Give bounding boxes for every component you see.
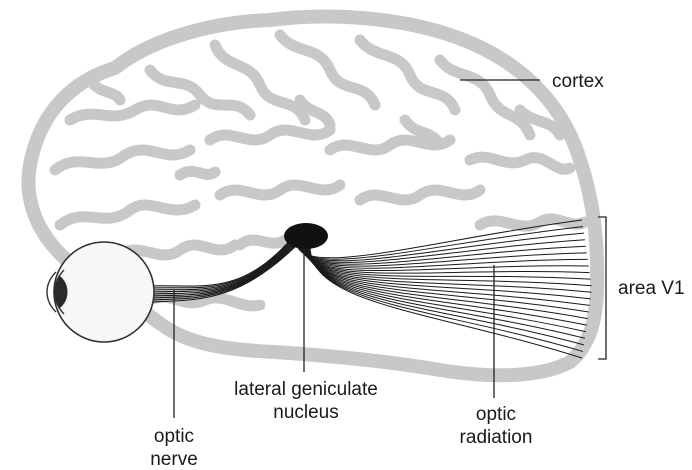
label-lgn-line1: lateral geniculate: [234, 379, 378, 400]
label-optic-nerve-line2: nerve: [150, 449, 198, 470]
label-cortex: cortex: [552, 71, 604, 92]
label-optic-nerve-line1: optic: [154, 426, 194, 447]
lateral-geniculate-nucleus: [284, 223, 328, 249]
label-optic-radiation-line1: optic: [476, 404, 516, 425]
label-area-v1: area V1: [618, 278, 685, 299]
label-optic-radiation-line2: radiation: [460, 427, 533, 448]
label-lgn-line2: nucleus: [273, 402, 339, 423]
